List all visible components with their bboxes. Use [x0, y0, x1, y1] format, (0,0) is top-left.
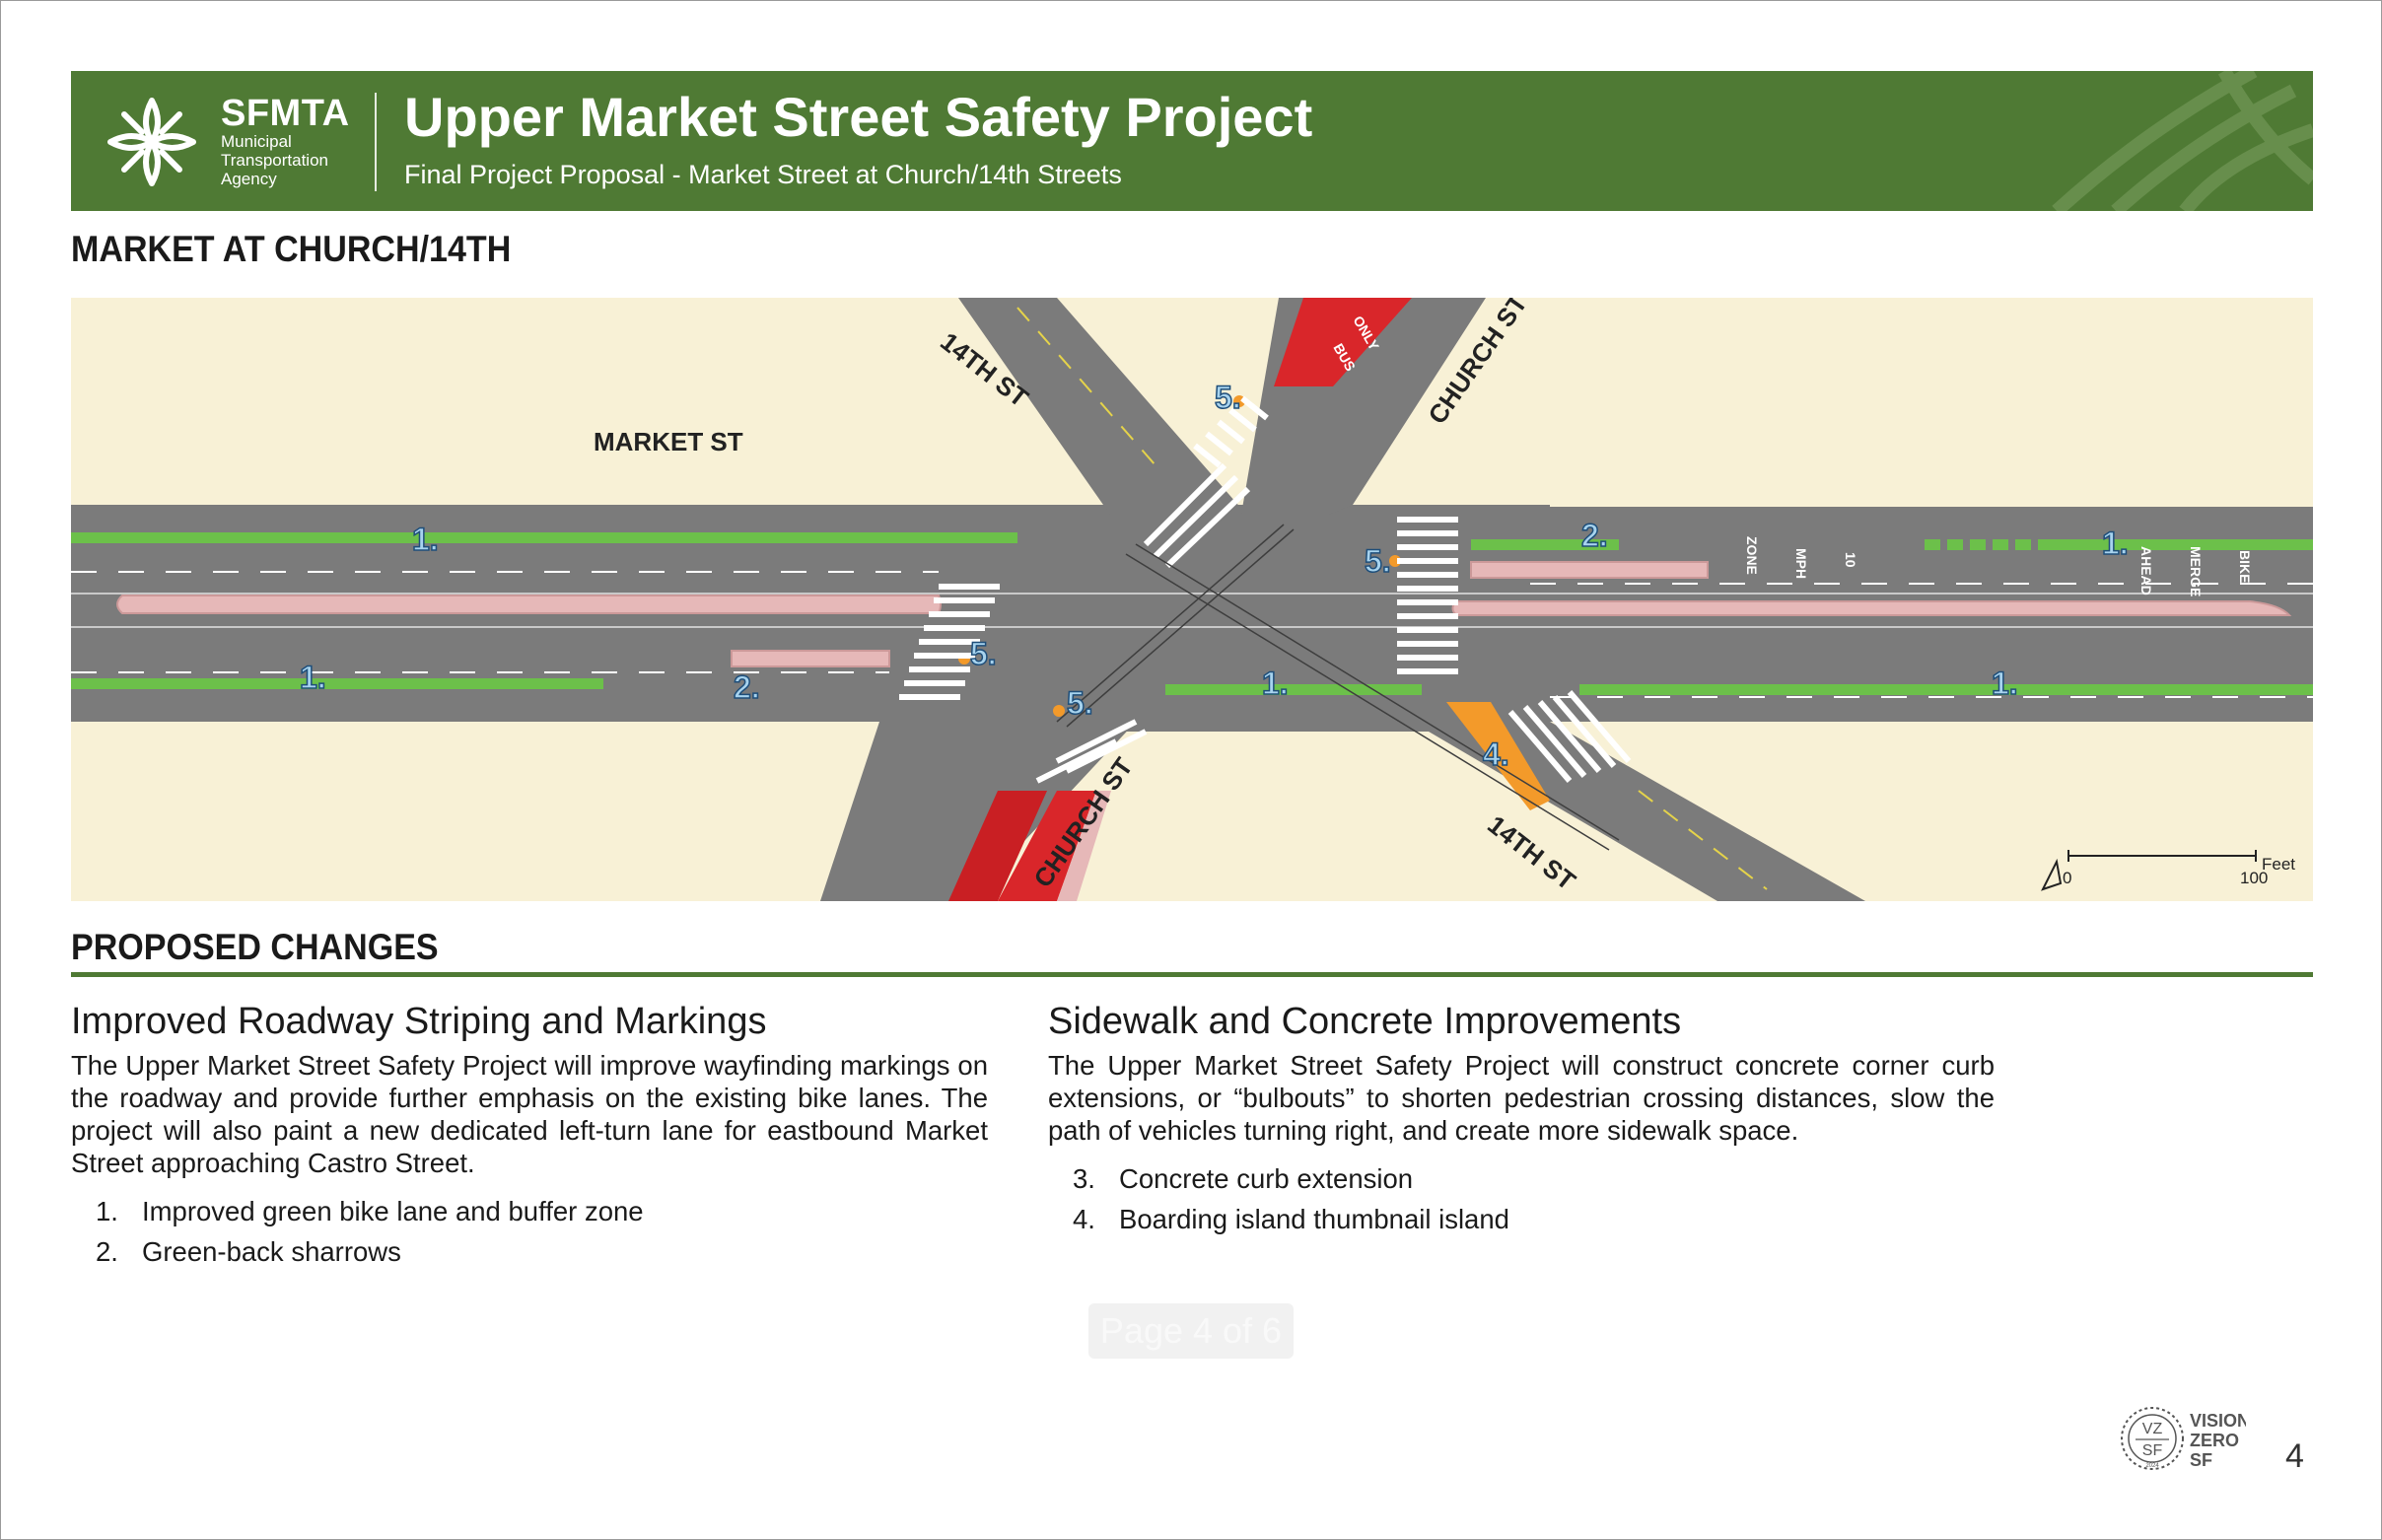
striping-list: 1.Improved green bike lane and buffer zo… — [71, 1191, 988, 1272]
list-item: 1.Improved green bike lane and buffer zo… — [96, 1196, 644, 1226]
pavement-word-bike: BIKE — [2237, 550, 2253, 583]
callout-1-d: 1. — [1992, 665, 2018, 701]
page-indicator: Page 4 of 6 — [1088, 1303, 1294, 1359]
page-title: Upper Market Street Safety Project — [404, 86, 1313, 148]
intersection-diagram: MARKET ST 14TH ST CHURCH ST CHURCH ST 14… — [71, 298, 2313, 901]
callout-5-b: 5. — [1365, 543, 1391, 579]
page-number: 4 — [2285, 1437, 2304, 1475]
svg-text:VZ: VZ — [2142, 1421, 2163, 1437]
pavement-word-10: 10 — [1843, 552, 1858, 568]
striping-heading: Improved Roadway Striping and Markings — [71, 1001, 767, 1042]
callout-1-e: 1. — [2102, 525, 2129, 561]
sidewalk-list: 3.Concrete curb extension 4.Boarding isl… — [1048, 1158, 1995, 1239]
callout-1-a: 1. — [412, 522, 439, 557]
sidewalk-section: Sidewalk and Concrete Improvements The U… — [1048, 1001, 1995, 1239]
sidewalk-body: The Upper Market Street Safety Project w… — [1048, 1050, 1995, 1146]
callout-1-c: 1. — [1262, 665, 1289, 701]
callout-4: 4. — [1483, 736, 1509, 772]
pavement-word-ahead: AHEAD — [2138, 546, 2154, 595]
svg-text:ZERO: ZERO — [2190, 1431, 2239, 1450]
scale-unit: Feet — [2262, 855, 2295, 874]
callout-2-a: 2. — [1581, 518, 1608, 553]
svg-text:VISION: VISION — [2190, 1411, 2246, 1431]
page-subtitle: Final Project Proposal - Market Street a… — [404, 160, 1122, 189]
striping-section: Improved Roadway Striping and Markings T… — [71, 1001, 988, 1272]
sfmta-logo-icon — [107, 98, 196, 186]
north-arrow-icon — [2041, 858, 2063, 891]
header-divider — [375, 93, 377, 191]
bike-lanes — [71, 532, 2313, 695]
pavement-word-zone: ZONE — [1744, 536, 1760, 575]
intersection-map: MARKET ST 14TH ST CHURCH ST CHURCH ST 14… — [71, 298, 2313, 901]
header-banner: SFMTA Municipal Transportation Agency Up… — [71, 71, 2313, 211]
striping-body: The Upper Market Street Safety Project w… — [71, 1050, 988, 1178]
svg-text:2024: 2024 — [2145, 1463, 2159, 1469]
scale-bar — [2067, 850, 2257, 862]
list-item: 3.Concrete curb extension — [1073, 1163, 1414, 1194]
callout-5-a: 5. — [1215, 380, 1241, 415]
callout-5-c: 5. — [970, 636, 997, 671]
callout-2-b: 2. — [734, 669, 760, 705]
org-subtitle: Municipal Transportation Agency — [221, 132, 328, 188]
scale-end: 100 — [2240, 869, 2268, 887]
svg-text:SF: SF — [2190, 1450, 2212, 1470]
changes-title: PROPOSED CHANGES — [71, 927, 439, 967]
sidewalk-heading: Sidewalk and Concrete Improvements — [1048, 1001, 1682, 1042]
pavement-word-mph: MPH — [1793, 548, 1809, 579]
boarding-islands — [116, 561, 2292, 667]
pavement-word-merge: MERGE — [2188, 546, 2204, 596]
org-name: SFMTA — [221, 93, 350, 134]
section-title: MARKET AT CHURCH/14TH — [71, 229, 512, 269]
banner-decoration-icon — [2052, 71, 2313, 211]
callout-1-b: 1. — [300, 660, 326, 695]
crosswalks — [899, 517, 1458, 700]
scale-start: 0 — [2063, 869, 2071, 887]
transit-lanes — [948, 298, 1412, 901]
fourteenth-st-bottom-label: 14TH ST — [1482, 809, 1581, 896]
fourteenth-st-south-road — [1412, 722, 1865, 901]
vision-zero-logo-icon: VZ SF 2024 VISION ZERO SF — [2121, 1407, 2246, 1470]
church-st-south-road — [820, 722, 1136, 901]
svg-text:SF: SF — [2142, 1442, 2163, 1459]
callout-5-d: 5. — [1067, 685, 1093, 721]
list-item: 2.Green-back sharrows — [96, 1236, 401, 1267]
section-rule — [71, 972, 2313, 977]
market-st-label: MARKET ST — [594, 427, 743, 456]
list-item: 4.Boarding island thumbnail island — [1073, 1204, 1509, 1234]
